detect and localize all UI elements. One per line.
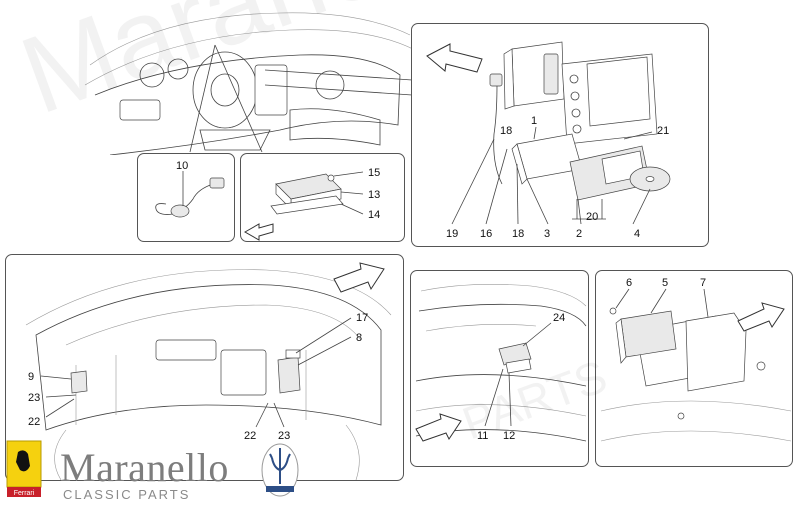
callout-1: 1 — [531, 115, 537, 127]
callout-24: 24 — [553, 312, 565, 324]
callout-21: 21 — [657, 125, 669, 137]
callout-19: 19 — [446, 228, 458, 240]
callout-22b: 22 — [244, 430, 256, 442]
callout-7: 7 — [700, 277, 706, 289]
callout-16: 16 — [480, 228, 492, 240]
direction-arrow-icon — [415, 413, 462, 442]
callout-8: 8 — [356, 332, 362, 344]
callout-11: 11 — [477, 430, 488, 442]
direction-arrow-icon — [333, 262, 385, 293]
callout-2: 2 — [576, 228, 582, 240]
callout-6: 6 — [626, 277, 632, 289]
panel-trunk-lid: 17 8 9 23 22 22 23 — [5, 254, 404, 481]
panel-rear-bumper: 24 11 12 — [410, 270, 589, 467]
amplifier-drawing: 6 5 7 — [600, 277, 792, 442]
callout-14: 14 — [368, 209, 380, 221]
brand-subtitle: CLASSIC PARTS — [63, 487, 191, 502]
callout-18b: 18 — [512, 228, 524, 240]
rear-bumper-drawing: 24 11 12 — [415, 284, 587, 442]
direction-arrow-icon — [426, 43, 483, 73]
ferrari-badge-text: Ferrari — [14, 490, 35, 497]
callout-12: 12 — [503, 430, 515, 442]
callout-18a: 18 — [500, 125, 512, 137]
head-unit-drawing: 1 18 21 20 19 16 18 3 2 4 — [426, 41, 671, 240]
callout-3: 3 — [544, 228, 550, 240]
callout-22a: 22 — [28, 416, 40, 428]
module-bracket-drawing: 15 13 14 — [243, 167, 380, 241]
dashboard-overview-drawing — [84, 12, 416, 155]
callout-5: 5 — [662, 277, 668, 289]
microphone-drawing: 10 — [155, 160, 225, 218]
maserati-trident-icon — [261, 443, 299, 497]
callout-17: 17 — [356, 312, 368, 324]
callout-9: 9 — [28, 371, 34, 383]
trunk-lid-drawing: 17 8 9 23 22 22 23 — [25, 262, 392, 480]
callout-15: 15 — [368, 167, 380, 179]
ferrari-badge-icon: Ferrari — [6, 440, 42, 497]
callout-10: 10 — [176, 160, 188, 172]
callout-23a: 23 — [28, 392, 40, 404]
callout-4: 4 — [634, 228, 640, 240]
inset-microphone: 10 — [137, 153, 235, 242]
brand-name: Maranello — [60, 445, 229, 490]
direction-arrow-icon — [243, 223, 274, 241]
inset-module-bracket: 15 13 14 — [240, 153, 405, 242]
direction-arrow-icon — [737, 302, 785, 332]
callout-23b: 23 — [278, 430, 290, 442]
panel-amplifier: 6 5 7 — [595, 270, 793, 467]
panel-head-unit: 1 18 21 20 19 16 18 3 2 4 — [411, 23, 709, 247]
callout-13: 13 — [368, 189, 380, 201]
callout-20: 20 — [586, 211, 598, 223]
